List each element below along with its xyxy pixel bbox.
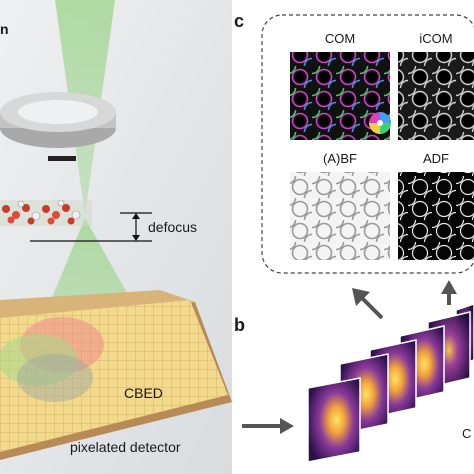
icom-title: iCOM (419, 31, 453, 46)
panel-c-frame (261, 14, 474, 274)
pixelated-detector-plate (0, 290, 232, 460)
stack-caption: C (462, 426, 472, 441)
cbed-disk-gray (17, 354, 93, 402)
beam-label: n (0, 21, 9, 37)
arrow-to-c-right-head (441, 280, 457, 294)
com-title: COM (324, 31, 356, 46)
defocus-arrow-down (132, 235, 140, 241)
cbed-label: CBED (124, 385, 163, 401)
defocus-arrow-up (132, 213, 140, 219)
adf-image (398, 172, 474, 260)
arrow-to-c-left-shaft (358, 294, 384, 320)
defocus-label: defocus (148, 219, 198, 235)
abf-image (290, 172, 390, 260)
arrow-to-c-left-head (352, 288, 370, 306)
adf-title: ADF (423, 151, 449, 166)
detector-label: pixelated detector (70, 439, 181, 455)
diffraction-pattern-stack (307, 303, 474, 463)
aperture-ring (0, 92, 116, 148)
scale-bar (48, 156, 76, 161)
sample-atoms (0, 199, 92, 226)
panel-b-letter: b (234, 315, 245, 335)
abf-title: (A)BF (323, 151, 357, 166)
panel-c-letter: c (234, 11, 245, 31)
icom-image (398, 52, 474, 140)
cbed-disk-green (0, 334, 78, 386)
arrow-into-stack-head (280, 418, 294, 434)
